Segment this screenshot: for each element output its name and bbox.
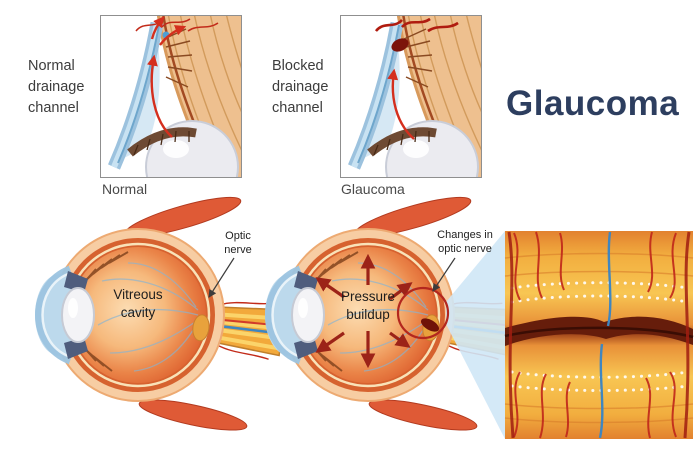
damaged-nerve-head xyxy=(420,318,440,332)
zoom-wedge xyxy=(446,231,505,439)
eye-glaucoma-art xyxy=(265,190,515,436)
pressure-arrows xyxy=(315,253,413,369)
normal-drainage-label: Normal drainage channel xyxy=(28,58,85,117)
pointer-line-changes xyxy=(432,257,456,292)
central-retinal-vessels xyxy=(598,231,612,439)
inset-blocked-art xyxy=(340,13,483,213)
vitreous-cavity-label: Vitreous cavity xyxy=(113,287,163,320)
page-title: Glaucoma xyxy=(506,84,680,123)
drainage-blockage xyxy=(391,38,409,52)
glaucoma-caption: Glaucoma xyxy=(341,181,405,197)
blocked-flow-arrow xyxy=(387,68,415,140)
nerve-detail-vessels xyxy=(513,231,677,439)
optic-nerve-detail-art xyxy=(504,231,694,439)
inset-normal-art xyxy=(100,13,243,213)
engorged-vessels xyxy=(374,17,459,33)
highlight-circle xyxy=(396,286,450,340)
normal-caption: Normal xyxy=(102,181,148,197)
blocked-drainage-label: Blocked drainage channel xyxy=(272,58,329,117)
optic-nerve-label: Optic nerve xyxy=(224,230,252,256)
aqueous-flow-arrows xyxy=(146,16,187,138)
pressure-buildup-label: Pressure buildup xyxy=(340,289,396,322)
changes-optic-nerve-label: Changes in optic nerve xyxy=(437,229,493,255)
pointer-line-optic-nerve xyxy=(208,257,235,298)
